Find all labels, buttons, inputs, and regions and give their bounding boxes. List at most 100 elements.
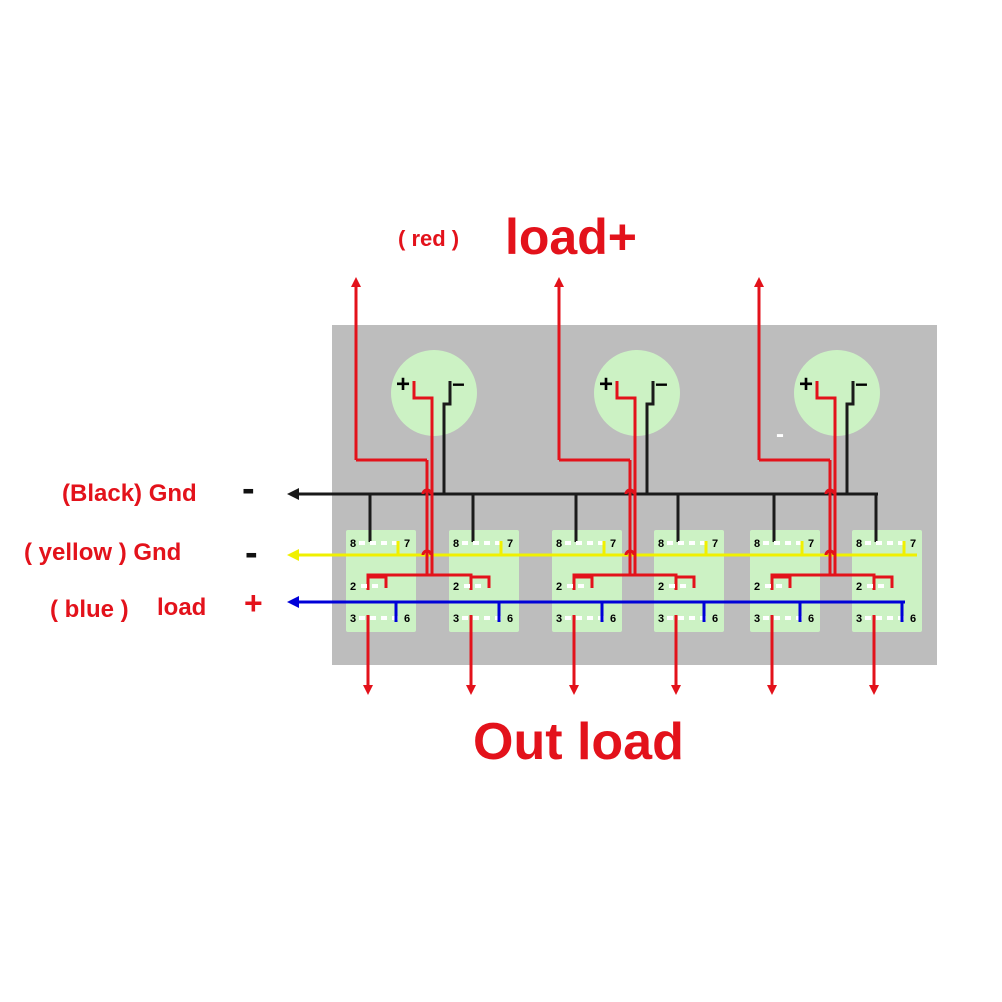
pin-pad — [598, 541, 604, 545]
pin-label-7: 7 — [507, 538, 513, 550]
led-3 — [794, 350, 880, 436]
led-minus-sign: − — [452, 372, 465, 397]
led-minus-wire — [845, 381, 855, 494]
pin-label-7: 7 — [808, 538, 814, 550]
crossover-black — [824, 488, 836, 495]
yellow-gnd-label: ( yellow ) Gnd — [24, 539, 182, 566]
stray-minus-mark: - — [776, 421, 784, 448]
pin-pad — [370, 541, 376, 545]
led-plus-wire — [815, 381, 837, 575]
pin-pad — [680, 584, 686, 588]
pin-pad — [381, 616, 387, 620]
red-distribution — [770, 573, 876, 590]
pin-pad — [774, 541, 780, 545]
pin-label-3: 3 — [350, 613, 356, 625]
pin-pad — [876, 616, 882, 620]
blue-load-sign: + — [244, 585, 263, 621]
pin-pad — [774, 616, 780, 620]
pin-pad — [678, 541, 684, 545]
crossover-yellow — [421, 549, 433, 556]
pin-pad — [865, 541, 871, 545]
pin-label-3: 3 — [754, 613, 760, 625]
pin-label-6: 6 — [404, 613, 410, 625]
pin-pad — [678, 616, 684, 620]
pin-pad — [484, 541, 490, 545]
pin-pad — [587, 541, 593, 545]
pin-pad — [462, 616, 468, 620]
pin-pad — [785, 616, 791, 620]
pin-pad — [689, 541, 695, 545]
pin-pad — [669, 584, 675, 588]
crossover-yellow — [824, 549, 836, 556]
load-plus-title: load+ — [505, 209, 637, 265]
pin-label-7: 7 — [712, 538, 718, 550]
pin-pad — [876, 541, 882, 545]
pin-pad — [689, 616, 695, 620]
pin-pad — [392, 541, 398, 545]
pin-pad — [578, 584, 584, 588]
pin-label-7: 7 — [910, 538, 916, 550]
pin-pad — [372, 584, 378, 588]
red-distribution — [572, 573, 678, 590]
led-minus-sign: − — [655, 372, 668, 397]
pin-pad — [878, 584, 884, 588]
led-2 — [594, 350, 680, 436]
crossover-yellow — [624, 549, 636, 556]
out-load-title: Out load — [473, 713, 684, 771]
pin-label-8: 8 — [754, 538, 760, 550]
black-gnd-label: (Black) Gnd — [62, 480, 197, 507]
pin-pad — [763, 541, 769, 545]
pin-label-3: 3 — [658, 613, 664, 625]
pin-pad — [495, 541, 501, 545]
pin-label-8: 8 — [453, 538, 459, 550]
pin-label-8: 8 — [856, 538, 862, 550]
pin-pad — [867, 584, 873, 588]
led-plus-wire — [412, 381, 434, 575]
pin-label-6: 6 — [910, 613, 916, 625]
red-paren-label: ( red ) — [398, 226, 460, 251]
pin-pad — [484, 616, 490, 620]
blue-load-paren-label: ( blue ) — [50, 596, 129, 623]
pin-label-3: 3 — [556, 613, 562, 625]
pin-pad — [763, 616, 769, 620]
pin-pad — [576, 541, 582, 545]
pin-pad — [587, 616, 593, 620]
pin-pad — [462, 541, 468, 545]
yellow-gnd-sign: - — [245, 532, 258, 574]
pin-label-2: 2 — [350, 581, 356, 593]
blue-load-label: load — [157, 594, 207, 621]
pin-pad — [887, 616, 893, 620]
pin-pad — [576, 616, 582, 620]
led-1 — [391, 350, 477, 436]
pin-label-3: 3 — [856, 613, 862, 625]
black-gnd-sign: - — [242, 468, 255, 510]
led-minus-wire — [442, 381, 452, 494]
pin-label-6: 6 — [507, 613, 513, 625]
pin-label-8: 8 — [350, 538, 356, 550]
red-distribution — [366, 573, 473, 590]
led-plus-wire — [615, 381, 637, 575]
pin-label-3: 3 — [453, 613, 459, 625]
pin-pad — [776, 584, 782, 588]
pin-label-7: 7 — [610, 538, 616, 550]
pin-label-8: 8 — [556, 538, 562, 550]
pin-label-2: 2 — [453, 581, 459, 593]
pin-pad — [667, 541, 673, 545]
pin-pad — [361, 584, 367, 588]
pin-pad — [473, 541, 479, 545]
pin-pad — [359, 616, 365, 620]
crossover-black — [421, 488, 433, 495]
pin-pad — [765, 584, 771, 588]
pin-pad — [865, 616, 871, 620]
pin-pad — [567, 584, 573, 588]
crossover-black — [624, 488, 636, 495]
pin-pad — [796, 541, 802, 545]
pin-label-8: 8 — [658, 538, 664, 550]
pin-pad — [473, 616, 479, 620]
pin-label-2: 2 — [556, 581, 562, 593]
led-plus-sign: + — [396, 371, 410, 398]
led-plus-sign: + — [799, 371, 813, 398]
led-plus-sign: + — [599, 371, 613, 398]
pin-pad — [381, 541, 387, 545]
pin-label-7: 7 — [404, 538, 410, 550]
